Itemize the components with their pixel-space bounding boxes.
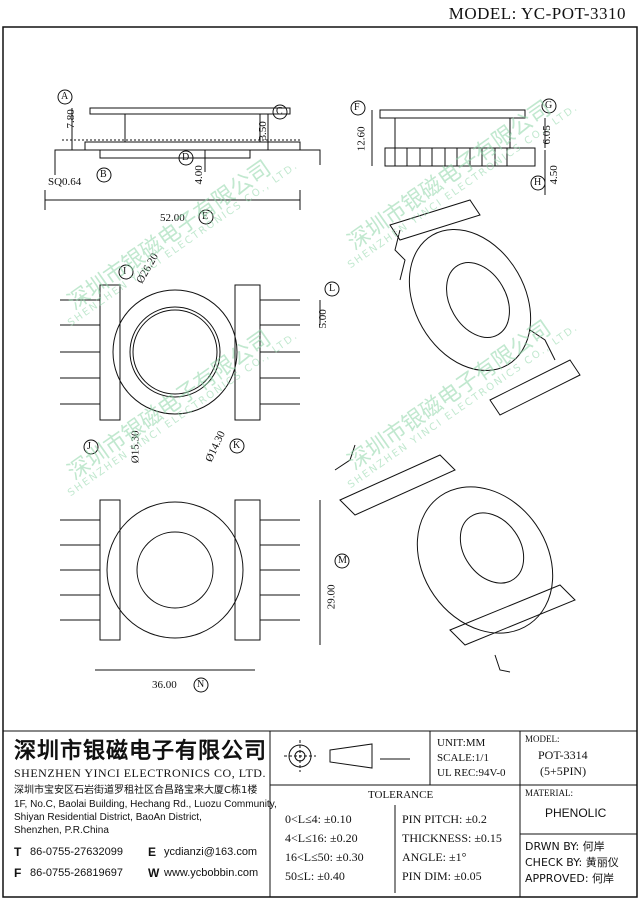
side-view: [371, 109, 546, 195]
top-labels: [83, 264, 340, 455]
bottom-labels: [193, 553, 350, 693]
label-k: K: [233, 440, 241, 451]
label-e: E: [202, 211, 209, 222]
label-m: M: [338, 555, 347, 566]
title-block: [3, 730, 637, 897]
front-view: [44, 107, 321, 210]
spec-scale: SCALE:1/1: [437, 752, 489, 764]
model-title: MODEL: YC-POT-3310: [448, 4, 626, 23]
label-c: C: [276, 106, 283, 117]
material-label: MATERIAL:: [525, 788, 573, 798]
email-value: ycdianzi@163.com: [164, 846, 258, 858]
bottom-view: [60, 499, 321, 671]
model-value: POT-3314: [538, 748, 588, 762]
dim-sq: SQ0.64: [48, 176, 82, 188]
material-value: PHENOLIC: [545, 806, 607, 820]
label-i: I: [123, 266, 127, 277]
label-a: A: [61, 91, 69, 102]
label-f: F: [354, 102, 360, 113]
dim-12-60: 12.60: [355, 126, 368, 152]
label-n: N: [197, 679, 205, 690]
dim-3-50: 3.50: [256, 121, 269, 141]
tolerance-row-4: 50≤L: ±0.40: [285, 869, 345, 883]
model-label: MODEL:: [525, 734, 560, 744]
model-pins: (5+5PIN): [540, 764, 587, 778]
phone-value: 86-0755-27632099: [30, 846, 123, 858]
label-l: L: [329, 283, 336, 294]
iso-view-bottom: [334, 444, 576, 673]
company-name-en: SHENZHEN YINCI ELECTRONICS CO, LTD.: [14, 766, 266, 780]
label-j: J: [87, 441, 91, 452]
angle: ANGLE: ±1°: [402, 850, 467, 864]
front-labels: [57, 89, 288, 225]
check-by: CHECK BY: 黄丽仪: [525, 856, 619, 869]
thickness: THICKNESS: ±0.15: [402, 831, 502, 845]
side-labels: [350, 98, 557, 191]
dim-52-00: 52.00: [160, 212, 185, 224]
dim-4-50: 4.50: [547, 165, 560, 185]
pin-dim: PIN DIM: ±0.05: [402, 869, 482, 883]
dim-36-00: 36.00: [152, 679, 177, 691]
address-cn: 深圳市宝安区石岩街道罗租社区合昌路宝来大厦C栋1楼: [14, 785, 258, 796]
address-line-3: Shenzhen, P.R.China: [14, 825, 109, 836]
fax-label: F: [14, 866, 22, 880]
label-h: H: [534, 177, 542, 188]
spec-ul: UL REC:94V-0: [437, 767, 506, 779]
tolerance-row-2: 4<L≤16: ±0.20: [285, 831, 358, 845]
dim-5-00: 5.00: [316, 309, 329, 329]
tolerance-row-3: 16<L≤50: ±0.30: [285, 850, 364, 864]
spec-unit: UNIT:MM: [437, 737, 486, 749]
tolerance-row-1: 0<L≤4: ±0.10: [285, 812, 352, 826]
company-name-cn: 深圳市银磁电子有限公司: [14, 739, 268, 764]
projection-symbol: [284, 740, 373, 772]
iso-view-top: [389, 199, 581, 416]
phone-label: T: [14, 845, 22, 859]
dim-7-80: 7.80: [64, 109, 77, 129]
sheet-border: [2, 26, 638, 898]
address-line-2: Shiyan Residential District, BaoAn Distr…: [14, 812, 202, 823]
top-view: [60, 284, 321, 421]
label-d: D: [182, 152, 190, 163]
label-b: B: [100, 169, 107, 180]
drawn-by: DRWN BY: 何岸: [525, 840, 605, 853]
address-line-1: 1F, No.C, Baolai Building, Hechang Rd., …: [14, 799, 277, 810]
dim-4-00: 4.00: [192, 165, 205, 185]
label-g: G: [545, 100, 553, 111]
dim-29-00: 29.00: [325, 584, 338, 610]
email-label: E: [148, 845, 157, 859]
pin-pitch: PIN PITCH: ±0.2: [402, 812, 487, 826]
web-value: www.ycbobbin.com: [164, 867, 259, 879]
web-label: W: [148, 866, 160, 880]
tolerance-title: TOLERANCE: [368, 789, 434, 801]
fax-value: 86-0755-26819697: [30, 867, 123, 879]
approved-by: APPROVED: 何岸: [525, 872, 615, 885]
